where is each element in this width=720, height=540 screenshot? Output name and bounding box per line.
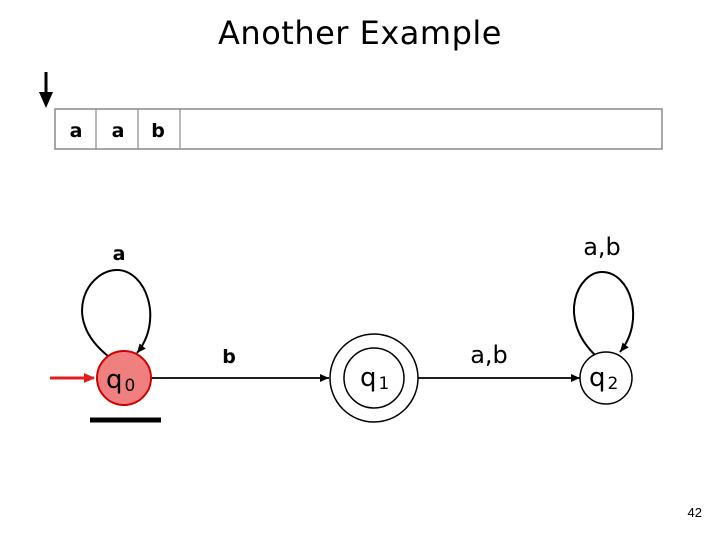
transition-q1-q2: a,b — [418, 341, 580, 382]
tape-cell-symbol: a — [112, 120, 125, 142]
input-tape: a a b — [54, 108, 663, 150]
transition-q2-loop: a,b — [572, 233, 635, 357]
tape-cell-symbol: b — [151, 120, 165, 142]
state-q0-circle — [96, 350, 152, 406]
transition-label: a,b — [583, 233, 621, 261]
transition-q0-loop: a — [81, 243, 152, 357]
transition-q0-q1: b — [152, 346, 329, 382]
tape-border — [54, 108, 663, 150]
tape-head-arrow — [39, 72, 53, 108]
state-q2-circle — [579, 351, 633, 405]
tape-cell-symbol: a — [70, 120, 83, 142]
transition-label: a,b — [470, 341, 508, 369]
transition-label: a — [113, 243, 126, 265]
state-q1-inner-circle — [343, 347, 405, 409]
slide-title: Another Example — [218, 14, 502, 52]
transition-label: b — [222, 346, 236, 368]
page-number: 42 — [687, 505, 702, 520]
